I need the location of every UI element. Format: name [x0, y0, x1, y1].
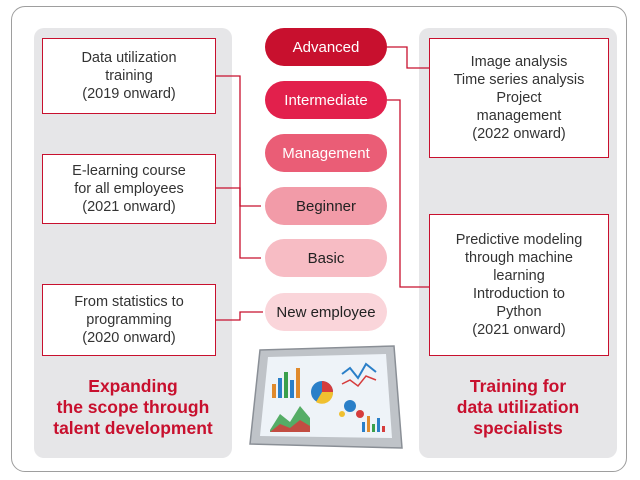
connector-elearning-to-basic	[216, 187, 261, 259]
data-utilization-training-box: Data utilization training (2019 onward)	[42, 38, 216, 114]
right-panel-heading: Training for data utilization specialist…	[456, 376, 580, 438]
tablet-bubble-chart-icon	[339, 400, 364, 418]
connector-advanced-to-image-analysis	[387, 46, 429, 69]
tablet-mini-bars-icon	[362, 416, 385, 432]
connector-data-utilization-to-beginner	[216, 75, 261, 207]
tablet-pie-chart-icon	[311, 381, 334, 404]
level-pill-advanced: Advanced	[265, 28, 387, 66]
left-panel-heading: Expanding the scope through talent devel…	[53, 376, 213, 438]
level-pill-management: Management	[265, 134, 387, 172]
tablet-bar-chart-icon	[272, 368, 300, 398]
connector-statistics-to-new-employee	[216, 311, 263, 321]
level-pill-new-employee: New employee	[265, 293, 387, 331]
image-analysis-box: Image analysis Time series analysis Proj…	[429, 38, 609, 158]
predictive-modeling-box: Predictive modeling through machine lear…	[429, 214, 609, 356]
tablet-area-chart-icon	[270, 406, 310, 432]
elearning-course-box: E-learning course for all employees (202…	[42, 154, 216, 224]
level-pill-intermediate: Intermediate	[265, 81, 387, 119]
statistics-to-programming-box: From statistics to programming (2020 onw…	[42, 284, 216, 356]
analytics-tablet-image	[249, 345, 403, 449]
tablet-line-chart-icon	[341, 362, 377, 388]
level-pill-beginner: Beginner	[265, 187, 387, 225]
level-pill-basic: Basic	[265, 239, 387, 277]
connector-intermediate-to-predictive	[387, 99, 429, 288]
